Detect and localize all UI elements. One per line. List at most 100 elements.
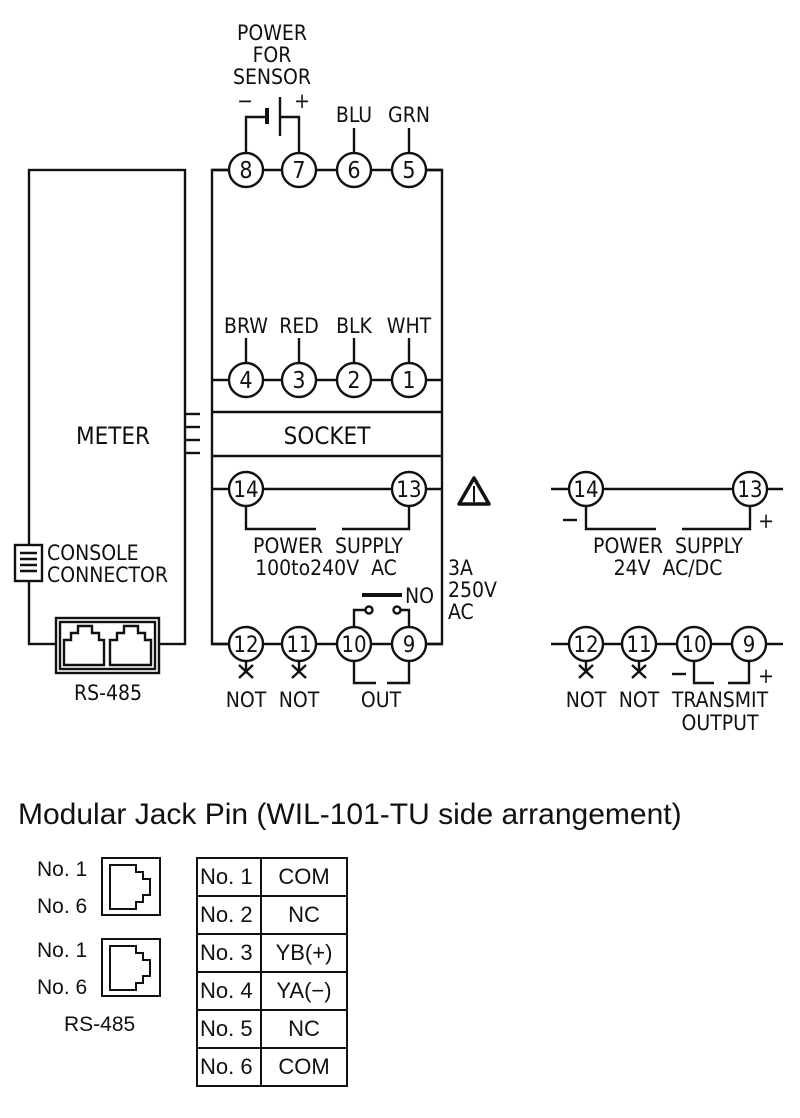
jack1-pin6-label: No. 6: [37, 895, 88, 918]
svg-text:10: 10: [341, 633, 366, 658]
rs485-ports-icon: [54, 616, 161, 675]
svg-text:7: 7: [292, 158, 305, 184]
terminal-8: 8: [227, 151, 265, 189]
warning-icon: [457, 476, 491, 506]
sensor-power-label-2: FOR: [253, 43, 292, 67]
sensor-power-label-1: POWER: [237, 21, 307, 45]
ac-not-label-12: NOT: [226, 688, 267, 712]
ac-power-label-2: 100to240V AC: [255, 556, 397, 580]
terminal-1: 1: [390, 361, 428, 399]
pin-number: No. 1: [196, 857, 262, 897]
pin-number: No. 5: [196, 1009, 262, 1049]
terminal-7: 7: [280, 151, 318, 189]
jack1-pin1-label: No. 1: [37, 858, 88, 881]
dc-power-label-2: 24V AC/DC: [614, 556, 723, 580]
svg-text:13: 13: [396, 478, 421, 503]
dc-plus-sign: +: [758, 509, 774, 533]
sensor-minus-sign: −: [237, 89, 253, 113]
jack-caption: RS-485: [64, 1013, 136, 1036]
ac-out-label: OUT: [361, 688, 402, 712]
console-label-1: CONSOLE: [47, 541, 139, 565]
not-connected-icon: [238, 661, 307, 679]
ac-terminal-11: 11: [280, 625, 318, 663]
ac-terminal-12: 12: [227, 625, 265, 663]
ac-terminal-9: 9: [390, 625, 428, 663]
modular-jack-icons: [101, 857, 161, 997]
ac-terminal-14: 14: [227, 470, 265, 508]
relay-rating-2: 250V: [448, 578, 497, 602]
svg-text:10: 10: [681, 633, 706, 658]
battery-icon: [244, 97, 301, 153]
terminal-6: 6: [335, 151, 373, 189]
dc-terminal-9: 9: [730, 625, 768, 663]
console-label-2: CONNECTOR: [47, 563, 168, 587]
terminal-4: 4: [227, 361, 265, 399]
pin-number: No. 4: [196, 971, 262, 1011]
dc-terminal-10: 10: [675, 625, 713, 663]
svg-text:13: 13: [737, 478, 762, 503]
wire-label-blu: BLU: [336, 103, 372, 127]
socket-label: SOCKET: [284, 422, 372, 450]
dc-not-connected-icon: [578, 661, 647, 679]
relay-no-label: NO: [405, 584, 434, 608]
transmit-label-2: OUTPUT: [682, 711, 759, 735]
ac-terminal-10: 10: [335, 625, 373, 663]
pin-signal: NC: [260, 895, 348, 935]
svg-text:2: 2: [347, 368, 360, 394]
dc-power-label-1: POWER SUPPLY: [593, 534, 743, 558]
sensor-power-label-3: SENSOR: [233, 65, 311, 89]
relay-contact-icon: [352, 593, 411, 627]
pin-signal: YA(−): [260, 971, 348, 1011]
svg-text:5: 5: [402, 158, 415, 184]
console-connector-icon: [13, 543, 44, 583]
svg-text:3: 3: [292, 368, 305, 394]
dc-terminal-14: 14: [567, 470, 605, 508]
wire-label-red: RED: [279, 314, 319, 338]
svg-text:11: 11: [286, 633, 311, 658]
dc-terminal-12: 12: [567, 625, 605, 663]
jack2-pin1-label: No. 1: [37, 939, 88, 962]
modular-jack-title: Modular Jack Pin (WIL-101-TU side arrang…: [18, 798, 682, 831]
svg-text:12: 12: [573, 633, 598, 658]
svg-text:4: 4: [239, 368, 252, 394]
ac-terminal-13: 13: [390, 470, 428, 508]
dc-not-label-12: NOT: [566, 688, 607, 712]
dc-transmit-plus: +: [758, 664, 774, 688]
pin-number: No. 3: [196, 933, 262, 973]
dc-terminal-13: 13: [731, 470, 769, 508]
terminal-5: 5: [390, 151, 428, 189]
svg-text:6: 6: [347, 158, 360, 184]
svg-text:9: 9: [403, 633, 416, 658]
jack2-pin6-label: No. 6: [37, 976, 88, 999]
pin-signal: NC: [260, 1009, 348, 1049]
svg-text:12: 12: [233, 633, 258, 658]
meter-socket-pins-icon: [185, 412, 200, 455]
pin-signal: COM: [260, 857, 348, 897]
relay-rating-3: AC: [448, 600, 474, 624]
svg-text:14: 14: [573, 478, 598, 503]
ac-not-label-11: NOT: [279, 688, 320, 712]
pin-number: No. 6: [196, 1047, 262, 1087]
wire-label-brw: BRW: [224, 314, 268, 338]
svg-text:11: 11: [626, 633, 651, 658]
pin-signal: YB(+): [260, 933, 348, 973]
ac-power-label-1: POWER SUPPLY: [253, 534, 403, 558]
modular-jack-icon: [101, 857, 161, 916]
terminal-3: 3: [280, 361, 318, 399]
svg-text:9: 9: [743, 633, 756, 658]
rs485-label: RS-485: [74, 681, 142, 705]
svg-text:8: 8: [239, 158, 252, 184]
wire-label-blk: BLK: [336, 314, 372, 338]
wire-label-grn: GRN: [388, 103, 430, 127]
wire-label-wht: WHT: [387, 314, 432, 338]
svg-text:14: 14: [233, 478, 258, 503]
svg-text:1: 1: [402, 368, 415, 394]
terminal-2: 2: [335, 361, 373, 399]
